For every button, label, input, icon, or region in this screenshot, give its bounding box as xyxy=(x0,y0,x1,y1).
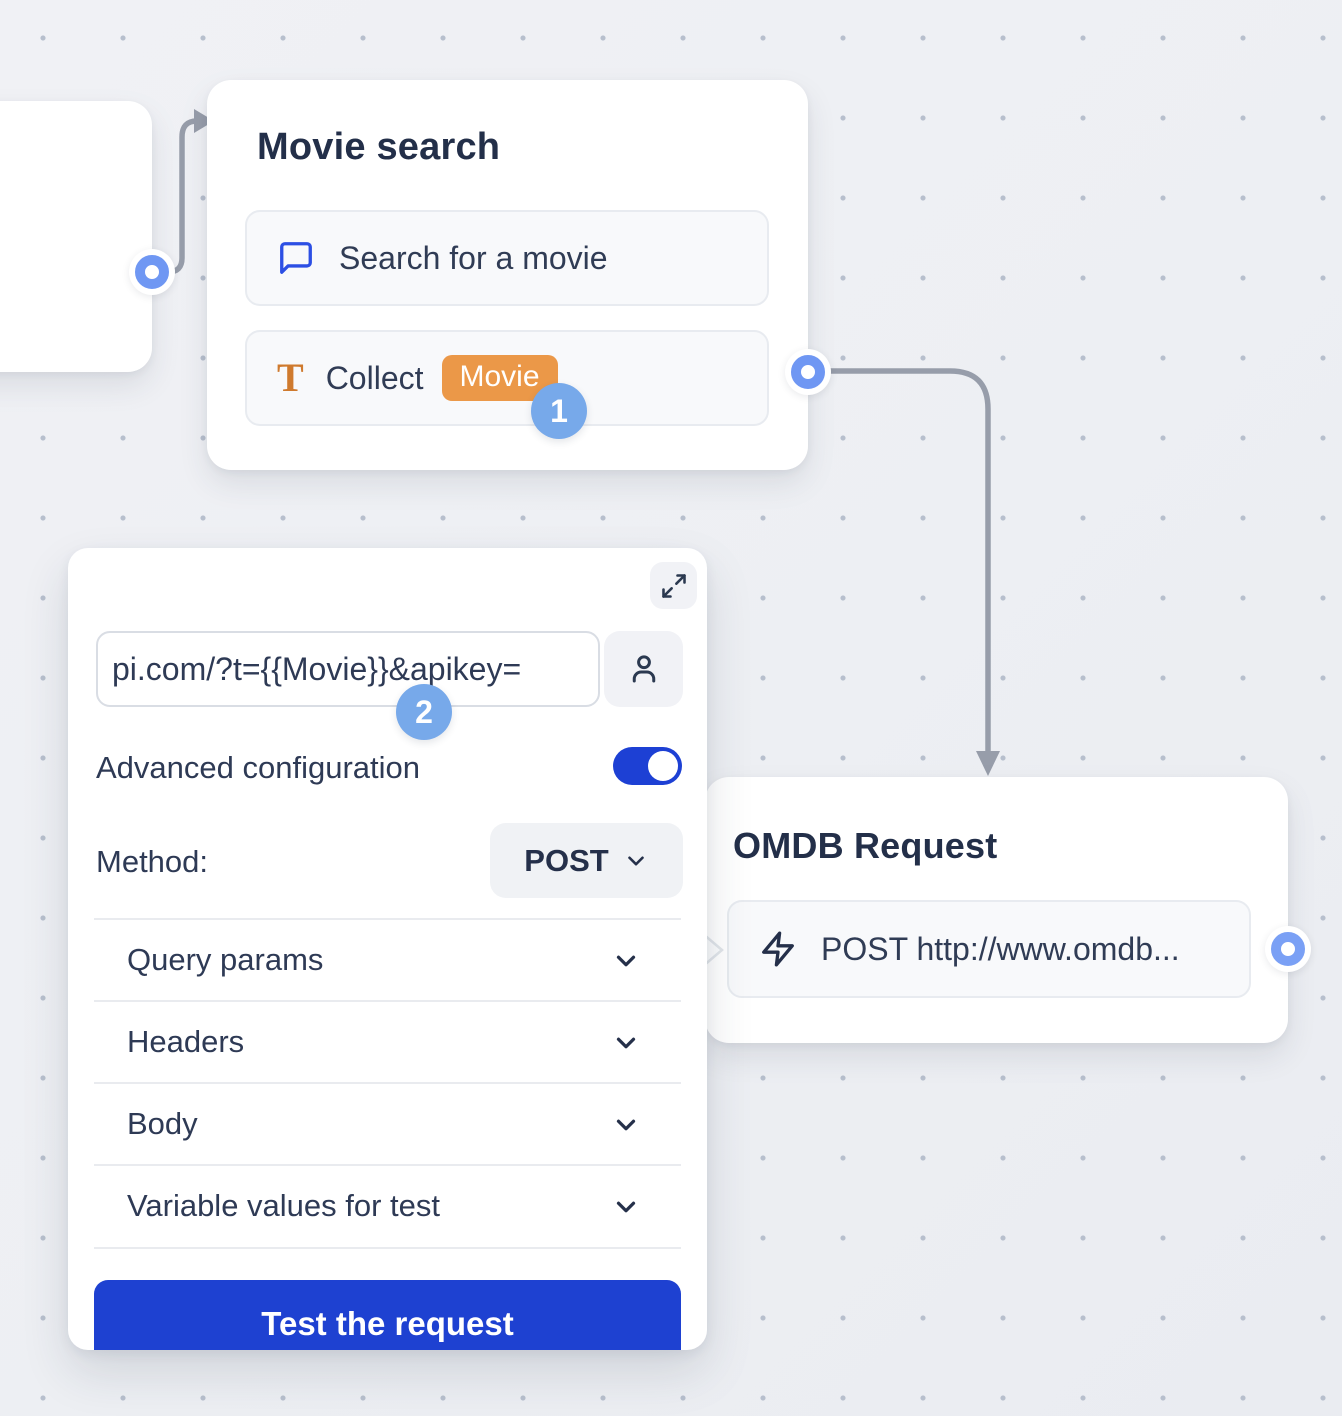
variables-button[interactable] xyxy=(604,631,683,707)
advanced-configuration-label: Advanced configuration xyxy=(96,750,421,785)
movie-search-node[interactable]: Movie search Search for a movie T Collec… xyxy=(207,80,808,470)
section-query-params[interactable]: Query params xyxy=(94,920,681,1000)
lightning-icon xyxy=(762,931,794,967)
webhook-block-row[interactable]: POST http://www.omdb... xyxy=(727,900,1251,998)
question-block-label: Search for a movie xyxy=(339,239,608,276)
text-field-icon: T xyxy=(277,355,304,400)
method-dropdown[interactable]: POST xyxy=(490,823,683,898)
chevron-down-icon xyxy=(627,855,644,866)
partial-node-card[interactable] xyxy=(0,101,152,372)
divider xyxy=(94,1164,681,1166)
step-2-badge: 2 xyxy=(396,684,452,740)
chevron-down-icon xyxy=(616,1119,636,1131)
omdb-request-node[interactable]: OMDB Request POST http://www.omdb... xyxy=(705,777,1288,1043)
person-icon xyxy=(632,655,655,683)
section-headers[interactable]: Headers xyxy=(94,1002,681,1082)
chat-bubble-icon xyxy=(280,242,312,274)
connector-partial-to-movie-search xyxy=(157,118,202,275)
collect-block-label: Collect xyxy=(325,359,424,396)
chevron-down-icon xyxy=(616,1037,636,1049)
arrowhead-right xyxy=(194,109,214,133)
expand-icon xyxy=(661,573,686,598)
test-request-button[interactable]: Test the request xyxy=(94,1280,681,1350)
divider xyxy=(94,1000,681,1002)
arrowhead-down xyxy=(976,751,1000,776)
webhook-editor-panel: Advanced configuration Method: POST Quer… xyxy=(68,548,707,1350)
divider xyxy=(94,1247,681,1249)
divider xyxy=(94,1082,681,1084)
method-label: Method: xyxy=(96,844,209,879)
chevron-down-icon xyxy=(616,955,636,967)
section-body[interactable]: Body xyxy=(94,1084,681,1164)
variable-badge[interactable]: Movie xyxy=(441,355,558,401)
webhook-block-label: POST http://www.omdb... xyxy=(821,930,1180,967)
collect-block-row[interactable]: T Collect Movie xyxy=(245,330,769,426)
divider xyxy=(94,918,681,920)
chevron-down-icon xyxy=(616,1201,636,1213)
advanced-configuration-toggle[interactable] xyxy=(613,747,682,785)
node-title: OMDB Request xyxy=(733,825,998,866)
expand-button[interactable] xyxy=(650,562,697,609)
method-value: POST xyxy=(524,842,609,878)
node-title: Movie search xyxy=(257,126,501,168)
question-block-row[interactable]: Search for a movie xyxy=(245,210,769,306)
request-url-input[interactable] xyxy=(96,631,600,707)
connector-movie-search-to-omdb xyxy=(817,368,991,755)
section-variable-values[interactable]: Variable values for test xyxy=(94,1166,681,1246)
step-1-badge: 1 xyxy=(531,383,587,439)
